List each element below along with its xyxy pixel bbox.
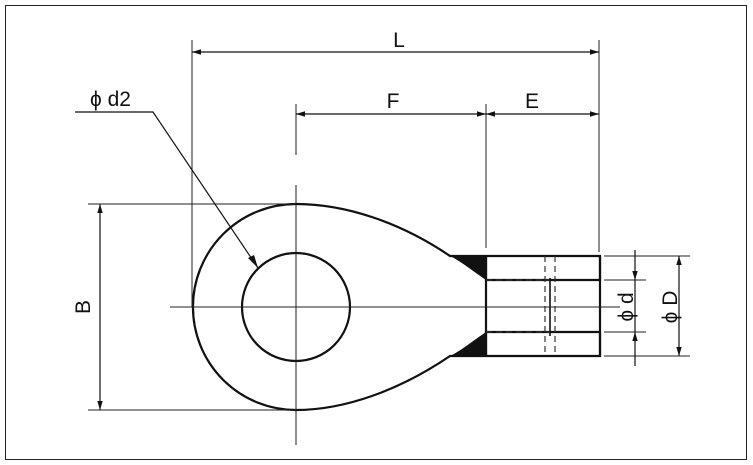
ring-outline [191, 202, 602, 412]
barrel-wall-bottom [484, 330, 602, 356]
drawing-frame [5, 5, 747, 460]
barrel-wall-top [484, 256, 602, 282]
fillet-bottom [450, 332, 486, 356]
label-D: ϕ D [659, 291, 682, 324]
label-d2: ϕ d2 [90, 88, 131, 111]
hidden-bore [486, 256, 556, 356]
label-d: ϕ d [615, 292, 638, 321]
leader-d2-arrowhead [248, 255, 258, 268]
center-lines [170, 185, 620, 445]
fillet-top [450, 256, 486, 280]
leader-d2 [75, 111, 259, 269]
label-L: L [393, 29, 405, 52]
label-B: B [72, 300, 95, 314]
label-E: E [525, 90, 539, 113]
dimension-lines [75, 49, 682, 410]
label-F: F [387, 90, 400, 113]
